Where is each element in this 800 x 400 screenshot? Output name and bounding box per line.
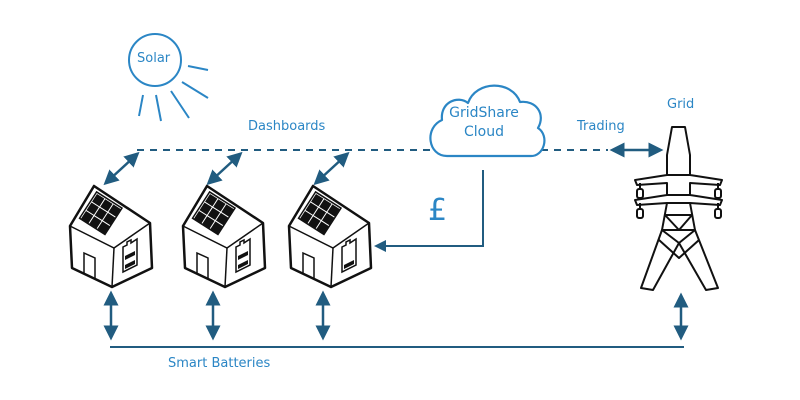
solar-cell xyxy=(305,202,318,215)
house-2-dashboard-arrow xyxy=(206,151,243,186)
solar-cell xyxy=(81,211,94,224)
cloud-label: GridShare Cloud xyxy=(434,104,534,142)
payment-connector xyxy=(374,170,484,252)
solar-cell xyxy=(308,216,321,229)
solar-cell xyxy=(100,199,113,212)
trading-label: Trading xyxy=(577,119,625,134)
solar-sun-icon xyxy=(128,33,209,122)
solar-cell xyxy=(199,202,212,215)
solar-cell xyxy=(202,216,215,229)
house-2 xyxy=(181,184,267,289)
smart-batteries-label: Smart Batteries xyxy=(168,356,271,371)
house-3-dashboard-arrow xyxy=(313,151,350,186)
cloud-label-line2: Cloud xyxy=(464,124,504,140)
house-1-dashboard-arrow xyxy=(103,151,140,186)
battery-bar xyxy=(125,260,135,269)
solar-cell xyxy=(194,211,207,224)
solar-panel-icon xyxy=(297,190,343,236)
battery-icon xyxy=(122,237,138,274)
solar-cell xyxy=(92,194,105,207)
grid-label: Grid xyxy=(667,97,695,112)
house-3 xyxy=(287,184,373,289)
grid-pylon-icon xyxy=(634,126,723,291)
battery-bar xyxy=(238,260,248,269)
solar-cell xyxy=(213,199,226,212)
solar-cell xyxy=(313,207,327,221)
battery-icon xyxy=(235,237,251,274)
solar-label: Solar xyxy=(137,51,171,66)
cloud-label-line1: GridShare xyxy=(449,105,519,121)
battery-bar xyxy=(344,260,354,269)
currency-pound-icon: £ xyxy=(428,193,448,228)
solar-panel-icon xyxy=(191,190,237,236)
solar-panel-icon xyxy=(78,190,124,236)
solar-cell xyxy=(207,207,221,221)
battery-icon xyxy=(341,237,357,274)
battery-bar xyxy=(125,251,135,260)
dashboards-label: Dashboards xyxy=(248,119,326,134)
battery-bar xyxy=(238,251,248,260)
solar-cell xyxy=(205,194,218,207)
solar-cell xyxy=(86,202,99,215)
solar-cell xyxy=(89,216,102,229)
cloud-icon xyxy=(429,84,546,158)
solar-cell xyxy=(319,199,332,212)
house-1 xyxy=(68,184,154,289)
solar-cell xyxy=(311,194,324,207)
solar-cell xyxy=(94,207,108,221)
solar-cell xyxy=(300,211,313,224)
